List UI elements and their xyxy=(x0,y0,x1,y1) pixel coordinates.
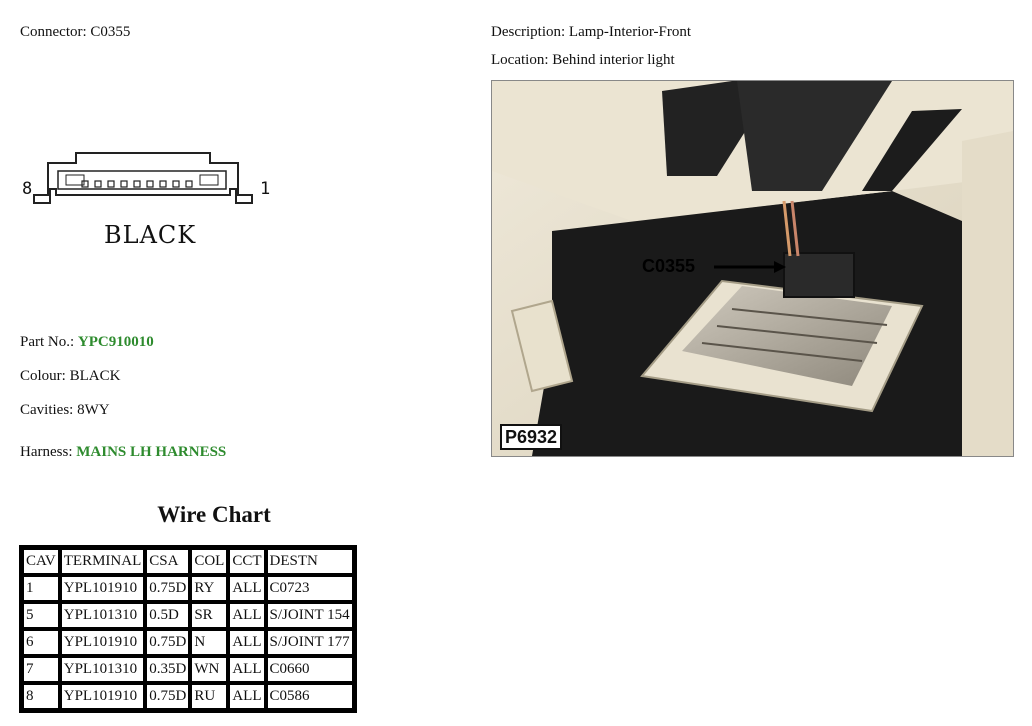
table-cell: RU xyxy=(191,684,228,709)
connector-color-label: BLACK xyxy=(104,221,197,249)
table-cell: WN xyxy=(191,657,228,682)
table-cell: ALL xyxy=(229,657,265,682)
column-header: CAV xyxy=(23,549,59,574)
connector-face-drawing xyxy=(33,152,253,204)
table-cell: C0723 xyxy=(266,576,353,601)
harness-row: Harness: MAINS LH HARNESS xyxy=(20,444,226,461)
table-cell: N xyxy=(191,630,228,655)
table-cell: S/JOINT 177 xyxy=(266,630,353,655)
part-number-label: Part No.: xyxy=(20,334,75,350)
table-cell: C0586 xyxy=(266,684,353,709)
table-cell: YPL101310 xyxy=(60,657,145,682)
connector-label: Connector: C0355 xyxy=(20,24,131,40)
column-header: CCT xyxy=(229,549,265,574)
table-row: 8 YPL101910 0.75D RU ALL C0586 xyxy=(23,684,353,709)
connector-diagram: 8 1 BLACK xyxy=(18,145,278,255)
column-header: DESTN xyxy=(266,549,353,574)
part-number-link[interactable]: YPC910010 xyxy=(77,334,154,350)
photo-code-label: P6932 xyxy=(500,424,563,450)
table-cell: 0.35D xyxy=(146,657,190,682)
harness-link[interactable]: MAINS LH HARNESS xyxy=(76,444,227,460)
location-photo: C0355 P6932 xyxy=(491,80,1014,457)
table-cell: 5 xyxy=(23,603,59,628)
table-cell: ALL xyxy=(229,576,265,601)
description-label: Description: Lamp-Interior-Front xyxy=(491,24,692,40)
pin-label-right: 1 xyxy=(260,179,271,199)
table-cell: 0.75D xyxy=(146,684,190,709)
table-header-row: CAV TERMINAL CSA COL CCT DESTN xyxy=(23,549,353,574)
cavities-label: Cavities: 8WY xyxy=(20,402,110,418)
harness-label: Harness: xyxy=(20,444,73,460)
table-cell: 7 xyxy=(23,657,59,682)
wire-chart-table: CAV TERMINAL CSA COL CCT DESTN 1 YPL1019… xyxy=(19,545,357,713)
colour-label: Colour: BLACK xyxy=(20,368,121,384)
table-cell: 6 xyxy=(23,630,59,655)
table-cell: SR xyxy=(191,603,228,628)
table-cell: RY xyxy=(191,576,228,601)
table-row: 5 YPL101310 0.5D SR ALL S/JOINT 154 xyxy=(23,603,353,628)
table-cell: YPL101910 xyxy=(60,684,145,709)
part-number-row: Part No.: YPC910010 xyxy=(20,334,154,351)
table-cell: S/JOINT 154 xyxy=(266,603,353,628)
table-cell: ALL xyxy=(229,684,265,709)
table-row: 1 YPL101910 0.75D RY ALL C0723 xyxy=(23,576,353,601)
table-row: 6 YPL101910 0.75D N ALL S/JOINT 177 xyxy=(23,630,353,655)
table-cell: YPL101310 xyxy=(60,603,145,628)
table-cell: 0.75D xyxy=(146,576,190,601)
column-header: COL xyxy=(191,549,228,574)
wire-chart-title: Wire Chart xyxy=(157,502,271,527)
table-row: 7 YPL101310 0.35D WN ALL C0660 xyxy=(23,657,353,682)
table-cell: C0660 xyxy=(266,657,353,682)
table-cell: 8 xyxy=(23,684,59,709)
table-cell: 0.5D xyxy=(146,603,190,628)
location-label: Location: Behind interior light xyxy=(491,52,675,68)
table-cell: ALL xyxy=(229,630,265,655)
pin-label-left: 8 xyxy=(22,179,33,199)
table-cell: 0.75D xyxy=(146,630,190,655)
table-cell: YPL101910 xyxy=(60,630,145,655)
interior-light-illustration xyxy=(492,81,1013,456)
photo-callout-label: C0355 xyxy=(642,256,696,276)
table-cell: 1 xyxy=(23,576,59,601)
column-header: CSA xyxy=(146,549,190,574)
table-cell: YPL101910 xyxy=(60,576,145,601)
column-header: TERMINAL xyxy=(60,549,145,574)
table-cell: ALL xyxy=(229,603,265,628)
